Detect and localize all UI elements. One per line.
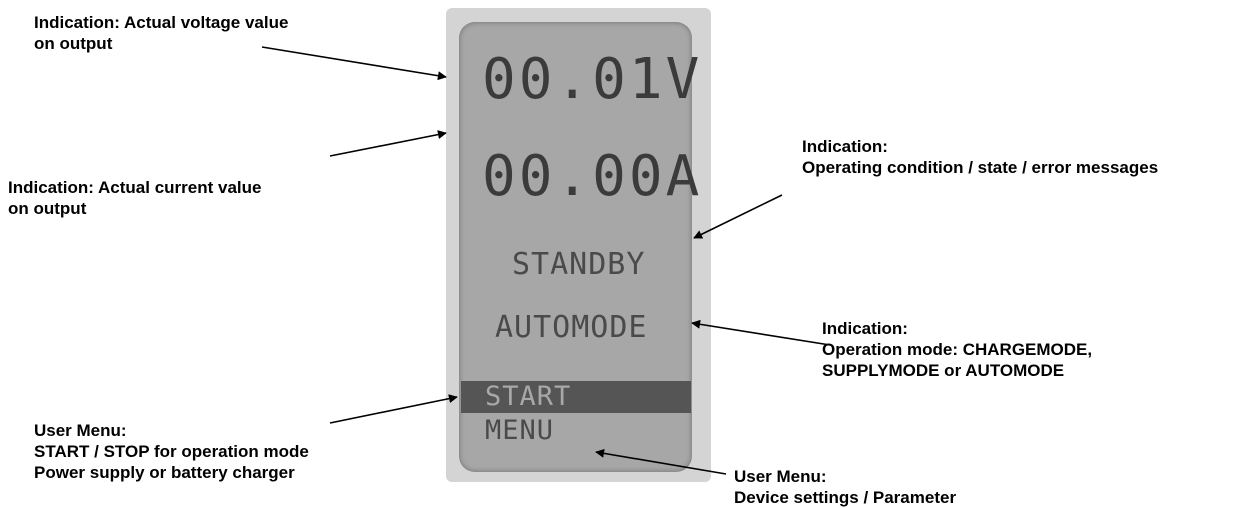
state-readout: STANDBY — [512, 247, 646, 282]
callout-mode-line3: SUPPLYMODE or AUTOMODE — [822, 361, 1065, 380]
arrow-start-menu — [329, 394, 458, 424]
callout-state-line2: Operating condition / state / error mess… — [802, 158, 1159, 177]
callout-start-menu-line2: START / STOP for operation mode — [34, 442, 309, 461]
callout-voltage-line1: Indication: Actual voltage value — [34, 13, 289, 32]
voltage-readout: 00.01V — [482, 47, 703, 112]
menu-item-start[interactable]: START — [461, 381, 691, 413]
callout-start-menu-line3: Power supply or battery charger — [34, 463, 295, 482]
menu-item-menu[interactable]: MENU — [485, 415, 555, 446]
callout-current: Indication: Actual current value on outp… — [8, 177, 261, 219]
callout-start-menu: User Menu: START / STOP for operation mo… — [34, 420, 309, 483]
callout-current-line2: on output — [8, 199, 87, 218]
callout-current-line1: Indication: Actual current value — [8, 178, 262, 197]
callout-start-menu-line1: User Menu: — [34, 421, 127, 440]
callout-mode: Indication: Operation mode: CHARGEMODE, … — [822, 318, 1092, 381]
callout-settings-menu-line1: User Menu: — [734, 467, 827, 486]
callout-voltage: Indication: Actual voltage value on outp… — [34, 12, 288, 54]
callout-mode-line1: Indication: — [822, 319, 908, 338]
callout-settings-menu-line2: Device settings / Parameter — [734, 488, 957, 507]
arrow-settings-menu — [595, 448, 727, 475]
callout-settings-menu: User Menu: Device settings / Parameter — [734, 466, 956, 508]
callout-state-line1: Indication: — [802, 137, 888, 156]
arrow-voltage — [261, 46, 447, 81]
current-readout: 00.00A — [482, 144, 703, 209]
mode-readout: AUTOMODE — [495, 310, 648, 345]
arrow-mode — [691, 319, 831, 346]
callout-voltage-line2: on output — [34, 34, 113, 53]
callout-mode-line2: Operation mode: CHARGEMODE, — [822, 340, 1093, 359]
arrow-current — [329, 130, 447, 157]
callout-state: Indication: Operating condition / state … — [802, 136, 1158, 178]
arrow-state — [693, 194, 783, 239]
